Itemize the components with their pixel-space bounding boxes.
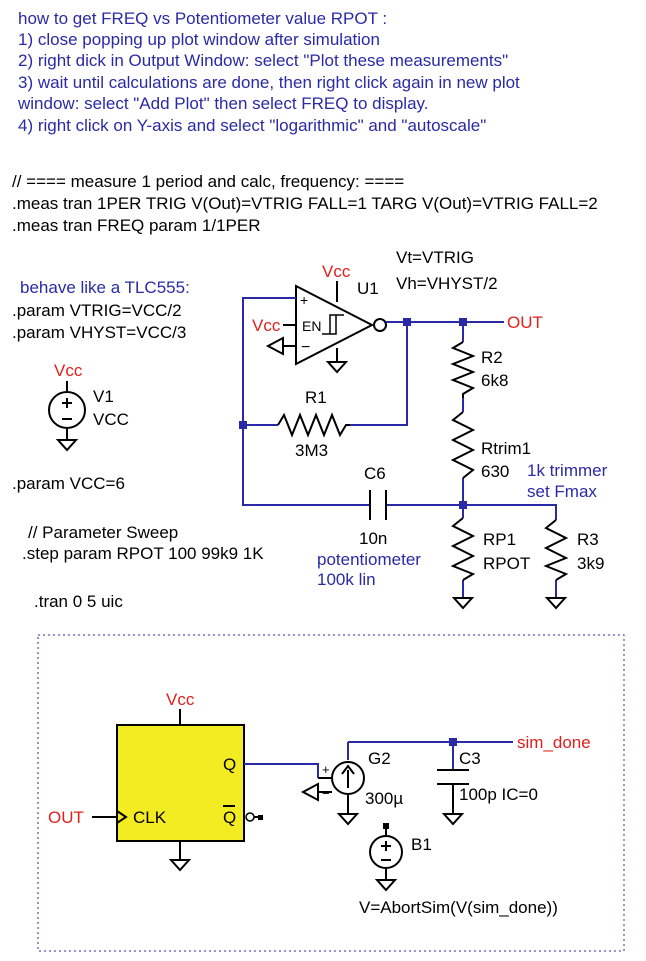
instructions: how to get FREQ vs Potentiometer value R… [17, 9, 520, 135]
g2-name: G2 [368, 749, 391, 768]
u1-en-vcc-label: Vcc [252, 316, 281, 335]
meas-freq: .meas tran FREQ param 1/1PER [12, 216, 260, 235]
r3-value: 3k9 [577, 554, 604, 573]
ff-clk-label: CLK [133, 808, 167, 827]
sim-done-net-label: sim_done [517, 733, 591, 752]
b1-value: V=AbortSim(V(sim_done)) [359, 898, 558, 917]
sweep-comment: // Parameter Sweep [28, 523, 178, 542]
rp1-note-2: 100k lin [317, 570, 376, 589]
instructions-step-3a: 3) wait until calculations are done, the… [18, 73, 520, 92]
v1-vcc-label: Vcc [54, 361, 83, 380]
rtrim1-note-1: 1k trimmer [527, 461, 608, 480]
r2-value: 6k8 [481, 371, 508, 390]
r1-name: R1 [305, 388, 327, 407]
rtrim1-resistor: Rtrim1 630 1k trimmer set Fmax [450, 411, 608, 501]
ff-q-label: Q [223, 755, 236, 774]
rtrim1-note-2: set Fmax [527, 482, 597, 501]
g2-value: 300µ [365, 789, 403, 808]
out-net-label: OUT [507, 313, 543, 332]
svg-text:−: − [301, 339, 310, 356]
c3-capacitor: C3 100p IC=0 [437, 749, 538, 826]
v1-name: V1 [93, 387, 114, 406]
svg-text:−: − [322, 786, 330, 801]
svg-text:+: + [322, 762, 330, 777]
u1-vcc-label: Vcc [322, 262, 351, 281]
instructions-step-2: 2) right dick in Output Window: select "… [18, 51, 508, 70]
wires-sim [244, 738, 513, 778]
wires-main [239, 297, 557, 598]
rp1-note-1: potentiometer [317, 550, 421, 569]
u1-name: U1 [357, 279, 379, 298]
rp1-potentiometer: RP1 RPOT potentiometer 100k lin [317, 517, 530, 610]
u1-vh: Vh=VHYST/2 [396, 274, 498, 293]
v1-source: Vcc V1 VCC [48, 361, 129, 452]
rtrim1-name: Rtrim1 [481, 439, 531, 458]
param-vhyst: .param VHYST=VCC/3 [12, 323, 186, 342]
instructions-step-3b: window: select "Add Plot" then select FR… [17, 94, 429, 113]
r2-resistor: R2 6k8 [450, 341, 508, 398]
u1-vt: Vt=VTRIG [396, 248, 474, 267]
instructions-title: how to get FREQ vs Potentiometer value R… [18, 9, 387, 28]
r2-name: R2 [481, 348, 503, 367]
tran-directive: .tran 0 5 uic [34, 592, 123, 611]
rp1-name: RP1 [483, 530, 516, 549]
meas-1per: .meas tran 1PER TRIG V(Out)=VTRIG FALL=1… [12, 194, 598, 213]
sim-control-frame [37, 634, 625, 952]
ff-qbar-label: Q [223, 808, 236, 827]
r3-name: R3 [577, 530, 599, 549]
param-vtrig: .param VTRIG=VCC/2 [12, 301, 182, 320]
b1-name: B1 [411, 835, 432, 854]
c6-name: C6 [364, 464, 386, 483]
meas-comment: // ==== measure 1 period and calc, frequ… [12, 172, 404, 191]
r3-resistor: R3 3k9 [543, 519, 604, 610]
u1-comparator: Vcc + − EN Vcc U1 Vt=VTRIG Vh=VHYST/2 [252, 248, 498, 374]
ff-vcc-label: Vcc [166, 690, 195, 709]
flipflop-body [116, 724, 245, 842]
svg-text:+: + [300, 292, 308, 308]
flipflop: Vcc OUT CLK Q Q [48, 690, 263, 872]
v1-value: VCC [93, 410, 129, 429]
rp1-value: RPOT [483, 554, 530, 573]
instructions-step-1: 1) close popping up plot window after si… [18, 30, 380, 49]
c3-value: 100p IC=0 [459, 785, 538, 804]
step-directive: .step param RPOT 100 99k9 1K [22, 544, 264, 563]
g2-current-source: + − G2 300µ [300, 749, 403, 826]
r1-value: 3M3 [295, 441, 328, 460]
c6-capacitor: C6 10n [359, 464, 387, 548]
b1-source: B1 V=AbortSim(V(sim_done)) [359, 823, 558, 917]
c3-name: C3 [459, 749, 481, 768]
instructions-step-4: 4) right click on Y-axis and select "log… [18, 116, 486, 135]
rtrim1-value: 630 [481, 462, 509, 481]
behave-comment: behave like a TLC555: [20, 278, 190, 297]
param-vcc: .param VCC=6 [12, 474, 125, 493]
u1-en-label: EN [302, 318, 321, 334]
r1-resistor: R1 3M3 [277, 388, 350, 460]
ff-out-label: OUT [48, 808, 84, 827]
c6-value: 10n [359, 529, 387, 548]
